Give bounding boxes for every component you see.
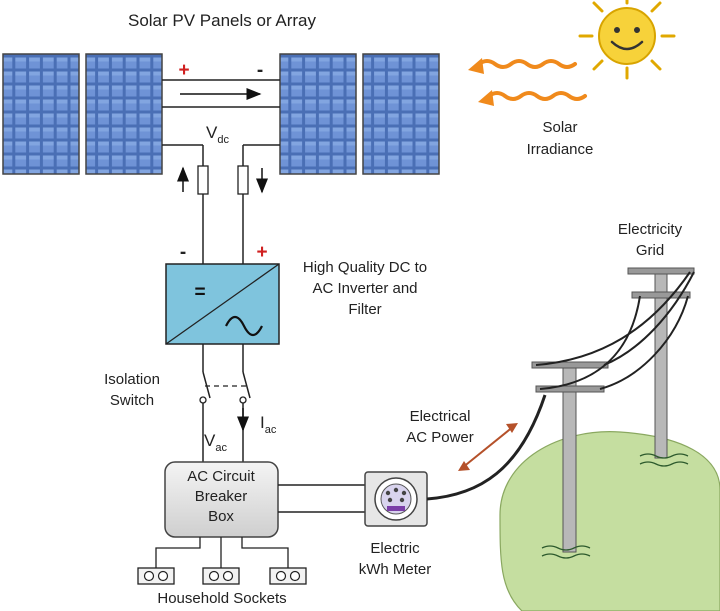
diagram-title: Solar PV Panels or Array <box>128 11 317 30</box>
meter-label-line1: Electric <box>370 540 420 557</box>
sun-icon <box>578 0 676 80</box>
breaker-box-label-line1: AC Circuit <box>187 468 255 485</box>
household-socket-2 <box>202 567 240 585</box>
socket-wiring <box>155 537 289 568</box>
kwh-meter <box>364 471 428 527</box>
ac-power-label-line2: AC Power <box>406 429 474 446</box>
irradiance-label-line2: Irradiance <box>527 141 594 158</box>
dc-wiring <box>162 144 280 264</box>
iac-label: Iac <box>260 413 277 436</box>
ac-wiring <box>199 344 251 462</box>
household-sockets-label: Household Sockets <box>157 590 286 607</box>
isolation-switch-label-line2: Switch <box>110 392 154 409</box>
breaker-box-label-line2: Breaker <box>195 488 248 505</box>
inverter-label-line3: Filter <box>348 301 381 318</box>
fuse-left <box>197 165 209 195</box>
plus-sign-array: + <box>178 60 189 81</box>
vac-label: Vac <box>204 431 227 454</box>
isolation-switch-label-line1: Isolation <box>104 371 160 388</box>
utility-pole-back <box>627 267 695 467</box>
ac-power-arrow <box>458 423 518 471</box>
irradiance-label-line1: Solar <box>542 119 577 136</box>
solar-panel-2 <box>85 53 163 175</box>
ground-area <box>499 431 720 611</box>
inverter-label-line2: AC Inverter and <box>312 280 417 297</box>
solar-panel-array <box>2 53 440 175</box>
household-socket-1 <box>137 567 175 585</box>
solar-panel-4 <box>362 53 440 175</box>
grid-label-line2: Grid <box>636 242 664 259</box>
dc-symbol: = <box>194 282 205 303</box>
ac-power-label-line1: Electrical <box>410 408 471 425</box>
ac-sine-symbol <box>225 315 263 337</box>
household-socket-3 <box>269 567 307 585</box>
irradiance-arrows <box>468 58 587 106</box>
plus-sign-inverter: + <box>256 242 267 263</box>
inverter-label-line1: High Quality DC to <box>303 259 427 276</box>
vdc-label: Vdc <box>206 123 229 146</box>
breaker-box-label-line3: Box <box>208 508 234 525</box>
grid-label-line1: Electricity <box>618 221 683 238</box>
utility-pole-front <box>531 361 609 559</box>
solar-panel-1 <box>2 53 80 175</box>
overhead-lines <box>535 271 695 390</box>
minus-sign-array: - <box>257 60 263 81</box>
solar-panel-3 <box>279 53 357 175</box>
service-cable <box>426 394 547 501</box>
meter-label-line2: kWh Meter <box>359 561 432 578</box>
minus-sign-inverter: - <box>180 242 186 263</box>
inverter-box: = <box>165 263 280 345</box>
fuse-right <box>237 165 249 195</box>
